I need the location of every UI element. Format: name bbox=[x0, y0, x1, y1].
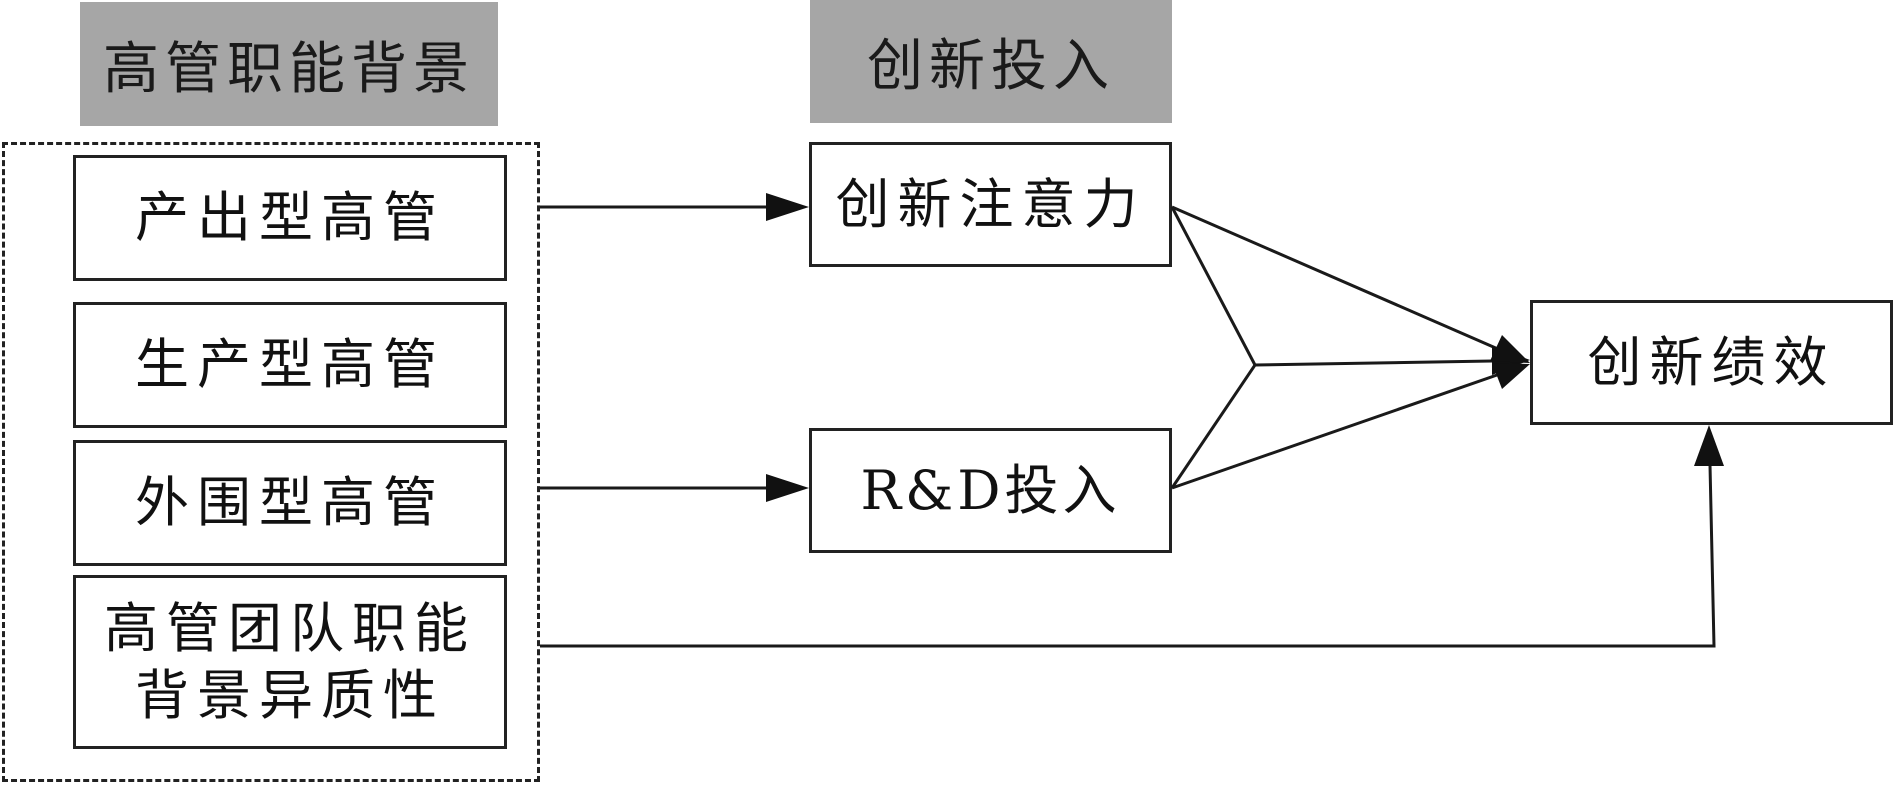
header-innovation-input: 创新投入 bbox=[810, 0, 1172, 123]
header-exec-functional-background-label: 高管职能背景 bbox=[103, 36, 475, 102]
node-output-exec: 产出型高管 bbox=[73, 155, 507, 281]
edge-attention-to-junction bbox=[1170, 206, 1257, 366]
node-innovation-performance-label: 创新绩效 bbox=[1587, 330, 1836, 394]
node-innovation-attention-label: 创新注意力 bbox=[835, 172, 1146, 236]
node-rd-input-label: R&D投入 bbox=[860, 458, 1121, 522]
node-production-exec-label: 生产型高管 bbox=[135, 333, 445, 397]
node-tmt-functional-heterogeneity: 高管团队职能 背景异质性 bbox=[73, 575, 507, 749]
node-innovation-attention: 创新注意力 bbox=[809, 142, 1172, 267]
edge-junction-to-performance bbox=[1254, 359, 1493, 367]
node-periphery-exec-label: 外围型高管 bbox=[135, 471, 445, 535]
arrowhead-attention-to-performance bbox=[1490, 335, 1530, 363]
edge-rd-to-junction bbox=[1170, 364, 1257, 489]
arrowhead-heterogeneity-to-performance bbox=[1694, 425, 1724, 466]
header-exec-functional-background: 高管职能背景 bbox=[80, 2, 498, 126]
edge-attention-to-performance bbox=[1171, 205, 1499, 351]
header-innovation-input-label: 创新投入 bbox=[867, 34, 1115, 99]
edge-rd-to-performance bbox=[1171, 373, 1498, 490]
node-production-exec: 生产型高管 bbox=[73, 302, 507, 428]
arrowhead-to-rd bbox=[766, 474, 809, 502]
exec-types-group bbox=[2, 142, 540, 782]
node-innovation-performance: 创新绩效 bbox=[1530, 300, 1893, 425]
node-periphery-exec: 外围型高管 bbox=[73, 440, 507, 566]
arrowhead-to-attention bbox=[766, 193, 809, 221]
node-output-exec-label: 产出型高管 bbox=[135, 186, 445, 250]
node-tmt-heterogeneity-label-line2: 背景异质性 bbox=[135, 664, 445, 727]
edge-heterogeneity-to-performance bbox=[540, 464, 1716, 648]
arrowhead-rd-to-performance bbox=[1492, 363, 1530, 389]
node-rd-input: R&D投入 bbox=[809, 428, 1172, 553]
node-tmt-heterogeneity-label-line1: 高管团队职能 bbox=[104, 596, 476, 660]
